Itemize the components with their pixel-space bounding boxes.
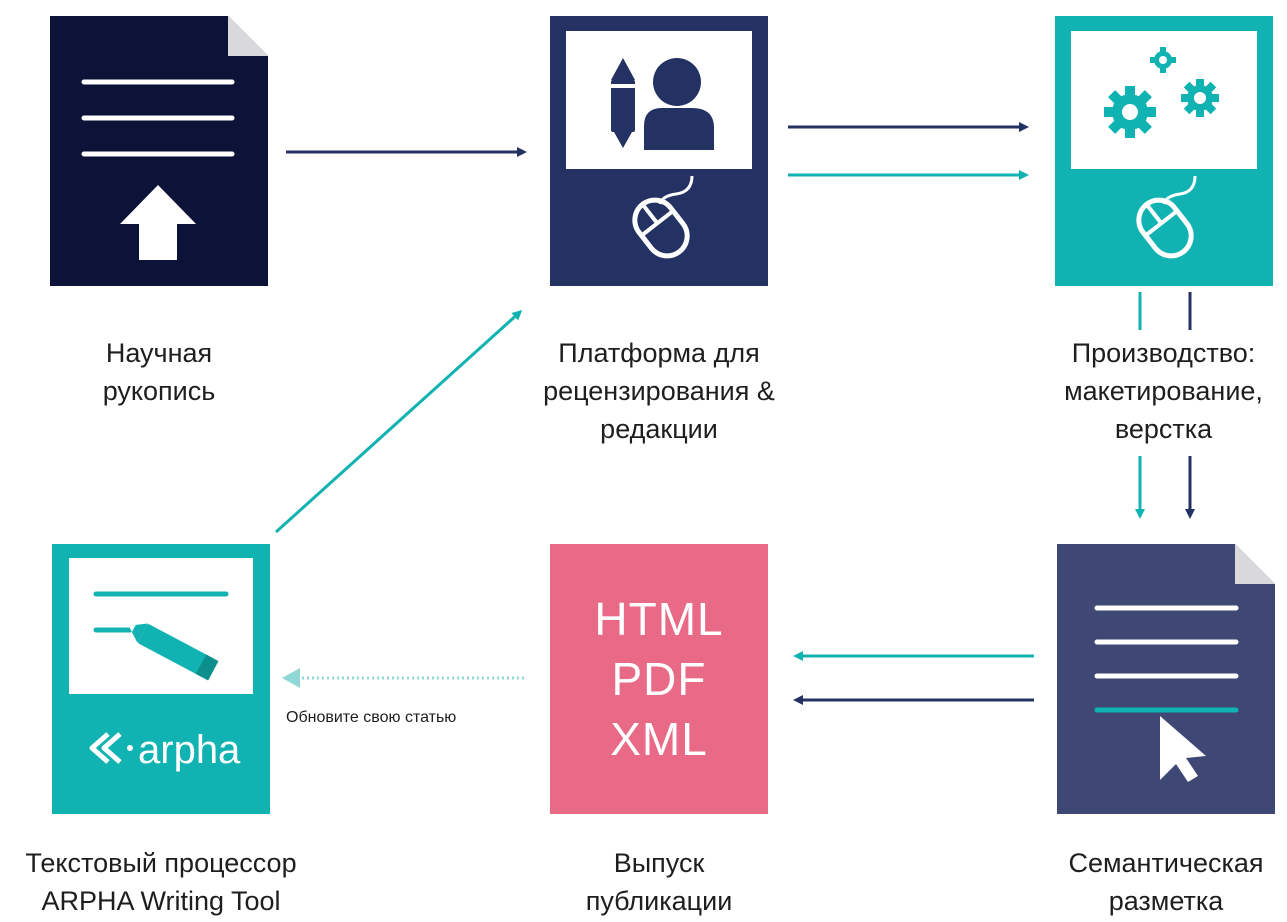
edge-writing-tool-to-platform (274, 309, 523, 534)
review-platform-label: Платформа для рецензирования & редакции (543, 338, 775, 444)
update-article-label: Обновите свою статью (286, 709, 457, 726)
manuscript-node (50, 16, 268, 286)
writing-tool-label: Текстовый процессор ARPHA Writing Tool (25, 848, 297, 916)
manuscript-label: Научная рукопись (102, 338, 216, 406)
review-platform-node (550, 16, 768, 286)
publication-node (550, 544, 768, 814)
production-label: Производство: макетирование, верстка (1064, 338, 1263, 444)
format-html: HTML (594, 593, 724, 645)
production-node (1055, 16, 1273, 286)
arpha-logo-text: arpha (138, 728, 241, 772)
format-xml: XML (610, 713, 708, 765)
gears-mouse-icon (1104, 47, 1219, 259)
publication-label: Выпуск публикации (585, 848, 733, 916)
arpha-logo-icon (89, 732, 133, 764)
semantic-markup-node (1057, 544, 1275, 814)
semantic-markup-label: Семантическая разметка (1068, 848, 1264, 916)
pen-writing-icon (93, 591, 229, 681)
edge-publication-to-writing-tool-arrowhead (282, 668, 300, 688)
editor-user-mouse-icon (611, 58, 714, 259)
format-pdf: PDF (611, 653, 707, 705)
document-upload-icon (81, 79, 235, 260)
document-cursor-icon (1094, 605, 1239, 782)
writing-tool-node (52, 544, 270, 814)
publication-formats: HTML PDF XML (550, 544, 768, 814)
